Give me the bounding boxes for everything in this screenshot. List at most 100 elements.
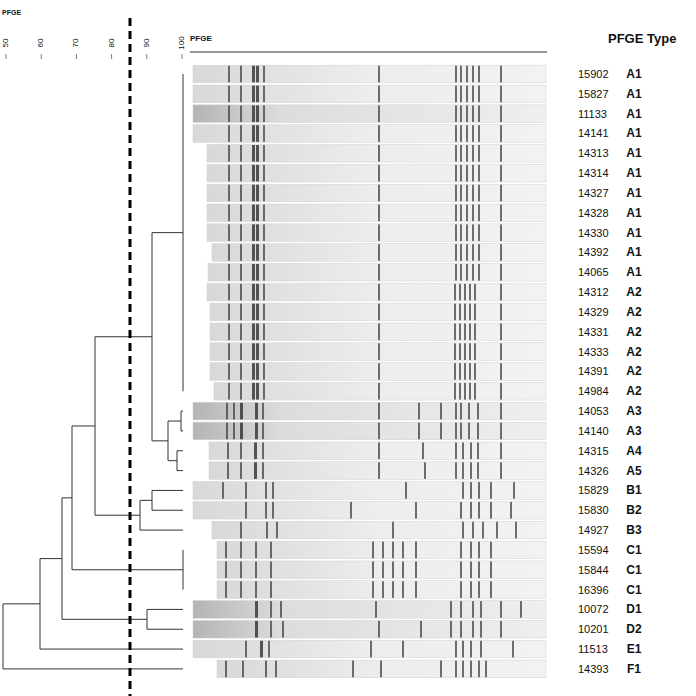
dendrogram-branch [140,530,183,531]
gel-band [275,661,277,678]
panel-title: PFGE [2,9,21,16]
gel-band [440,661,442,678]
gel-band [225,581,227,598]
dendrogram-branch [152,490,153,510]
scale-tick [182,54,183,59]
gel-band [262,462,264,479]
dendrogram-branch [72,426,73,570]
gel-band [252,125,255,142]
gel-band [240,125,242,142]
gel-band [466,66,468,83]
gel-band [252,205,255,222]
gel-band [474,343,476,360]
gel-band [240,264,242,281]
lane-background [193,105,546,123]
gel-band [252,244,255,261]
gel-band [280,601,282,618]
gel-band [459,284,461,301]
gel-band [469,363,471,380]
gel-band [460,125,462,142]
gel-band [228,145,230,162]
gel-band [455,224,457,241]
gel-band [454,363,456,380]
gel-band [378,323,380,340]
gel-band [500,621,502,638]
isolate-id: 14327 [578,187,609,198]
gel-band [464,323,466,340]
gel-lane [217,660,546,678]
gel-band [455,145,457,162]
gel-band [474,304,476,321]
gel-band [240,165,242,182]
lane-background [214,382,546,400]
gel-band [240,145,242,162]
gel-lane [208,264,546,282]
gel-band [470,542,472,559]
gel-band [256,185,259,202]
gel-band [225,561,227,578]
gel-band [480,601,482,618]
gel-band [466,86,468,103]
gel-band [228,165,230,182]
gel-band [460,581,462,598]
pfge-type: A1 [626,187,641,199]
gel-band [490,482,492,499]
gel-band [474,363,476,380]
gel-band [392,561,394,578]
gel-band [262,403,264,420]
pfge-type: B2 [626,504,641,516]
dendrogram-branch [147,609,148,629]
gel-band [472,145,474,162]
gel-band [462,482,464,499]
gel-band [228,205,230,222]
column-header: PFGE Type [608,32,676,45]
isolate-id: 14312 [578,287,609,298]
gel-band [478,224,480,241]
gel-band [256,205,259,222]
gel-band [228,185,230,202]
gel-band [228,284,230,301]
gel-band [228,343,230,360]
gel-band [478,145,480,162]
dendrogram-branch [62,497,72,498]
gel-lane [207,164,546,182]
pfge-type: A2 [626,346,641,358]
gel-band [500,105,502,122]
pfge-type: A3 [626,425,641,437]
gel-band [477,403,479,420]
gel-band [252,284,255,301]
gel-band [477,423,479,440]
gel-band [263,125,265,142]
lane-background [210,363,546,381]
gel-band [470,462,472,479]
gel-band [228,244,230,261]
isolate-id: 15594 [578,544,609,555]
gel-band [460,66,462,83]
gel-band [256,145,259,162]
dendrogram-branch [3,604,4,669]
gel-band [466,264,468,281]
gel-band [405,482,407,499]
lane-background [193,640,546,658]
gel-band [402,561,404,578]
gel-lane [193,85,546,103]
gel-band [270,561,272,578]
gel-band [255,621,258,638]
gel-band [225,661,227,678]
lane-background [210,323,546,341]
pfge-type: A5 [626,465,641,477]
gel-band [252,383,255,400]
gel-band [263,224,265,241]
gel-lane [210,363,546,381]
gel-band [263,165,265,182]
lane-background [207,204,546,222]
pfge-type: B3 [626,524,641,536]
pfge-type: D1 [626,603,641,615]
gel-band [226,403,228,420]
gel-band [378,363,380,380]
gel-band [378,304,380,321]
pfge-type: C1 [626,544,641,556]
gel-band [460,86,462,103]
gel-band [472,224,474,241]
pfge-type: A2 [626,306,641,318]
